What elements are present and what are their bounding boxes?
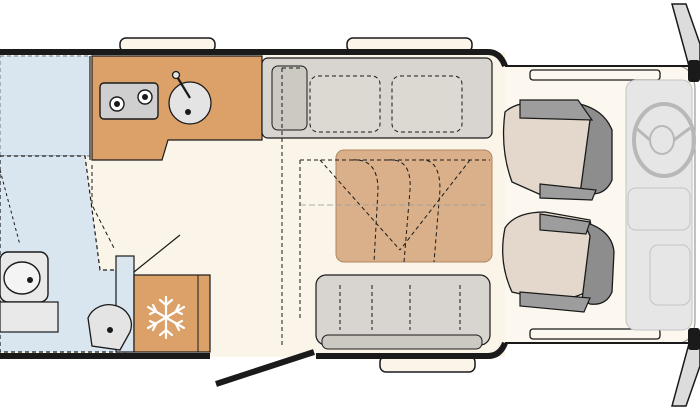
sink [168,70,212,125]
bench-rear-cushion [321,334,483,350]
sink-bowl [168,81,212,125]
mirror-left-icon [671,3,700,82]
glovebox [649,244,691,306]
hob [99,82,159,120]
dinette-outline [281,67,302,345]
passenger-seat-armrest-lower [519,291,591,313]
bench-front-seat-cushion-1 [309,75,381,133]
toilet-hole [27,277,33,283]
fridge-divider [133,234,181,273]
washbasin-drain [107,327,113,333]
entrance-door [215,349,315,387]
bench-front-seat-cushion-2 [391,75,463,133]
sink-tap [175,74,191,99]
shower-divider [0,169,21,246]
bench-front-back-cushion-left [271,65,308,131]
steering-wheel-icon [632,102,696,178]
hob-burner-left-center [114,101,120,107]
driver-seat-armrest-lower [539,183,597,201]
cab-window-bottom [529,328,661,340]
sink-tap-base [171,70,181,80]
driver-seat-armrest [519,99,594,121]
passenger-seat-armrest [539,213,591,235]
refrigerator [133,274,211,353]
passenger-seat-cushion [502,211,601,301]
bathroom-area [0,55,91,157]
center-console [627,187,691,231]
passenger-seat-back [581,220,615,305]
outer-wall-bottom-right [316,341,508,359]
toilet [0,251,59,333]
swivel-passenger-seat [502,211,615,313]
swivel-driver-seat [502,99,613,201]
snowflake-icon [146,295,186,340]
aisle-outline [91,165,116,251]
dinette-table [335,149,493,263]
washbasin [87,304,133,351]
toilet-base [0,301,59,333]
toilet-bowl [3,261,41,295]
hob-burner-right-center [142,94,148,100]
mirror-right-icon [671,328,700,407]
cab-window-top [529,69,661,81]
sink-drain [185,109,191,115]
bench-rear-cushion-outline [339,285,461,330]
outer-wall-top [0,49,508,68]
